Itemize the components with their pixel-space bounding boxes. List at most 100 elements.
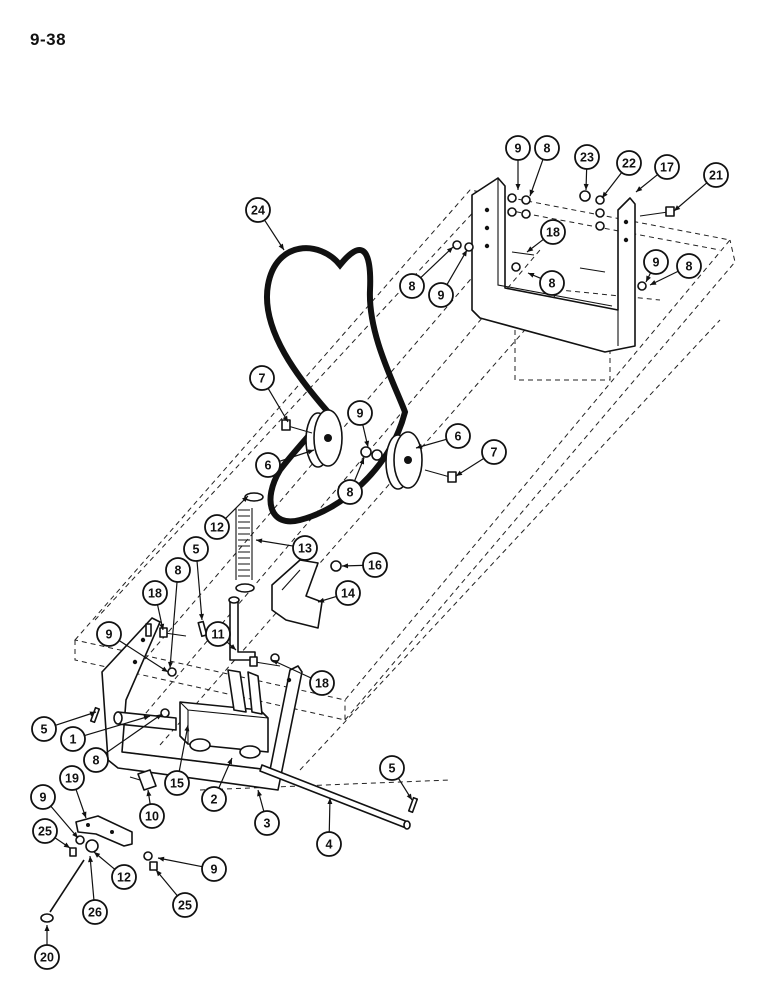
callout-number: 18 bbox=[315, 677, 329, 691]
pivot-arm-assembly bbox=[179, 669, 269, 759]
leader-arrow-13 bbox=[256, 538, 263, 544]
leader-arrow-15 bbox=[184, 725, 190, 732]
leader-line-1 bbox=[84, 715, 151, 737]
leader-arrow-6 bbox=[416, 443, 423, 449]
callout-5: 5 bbox=[183, 536, 209, 562]
tensioner-bracket bbox=[271, 559, 323, 629]
cross-shaft bbox=[259, 764, 411, 830]
callout-21: 21 bbox=[703, 162, 729, 188]
callout-circle bbox=[142, 580, 168, 606]
callout-9: 9 bbox=[347, 400, 373, 426]
callout-circle bbox=[183, 536, 209, 562]
callout-22: 22 bbox=[616, 150, 642, 176]
leader-arrow-18 bbox=[159, 623, 165, 630]
callout-number: 8 bbox=[347, 486, 354, 500]
leader-arrow-22 bbox=[602, 191, 608, 198]
leader-arrow-9 bbox=[161, 666, 168, 672]
callout-circle bbox=[445, 423, 471, 449]
callout-18: 18 bbox=[142, 580, 168, 606]
idler-pulley-right bbox=[385, 431, 423, 490]
callout-5: 5 bbox=[379, 755, 405, 781]
leader-arrow-8 bbox=[529, 189, 535, 196]
callout-circle bbox=[534, 135, 560, 161]
page-number: 9-38 bbox=[30, 30, 67, 49]
callout-number: 22 bbox=[622, 157, 636, 171]
callout-9: 9 bbox=[96, 621, 122, 647]
leader-line-8 bbox=[169, 581, 178, 669]
callout-number: 9 bbox=[438, 289, 445, 303]
callout-number: 2 bbox=[211, 793, 218, 807]
leader-arrow-9 bbox=[158, 856, 165, 862]
callout-circle bbox=[703, 162, 729, 188]
callout-9: 9 bbox=[30, 784, 56, 810]
callout-23: 23 bbox=[574, 144, 600, 170]
callout-circle bbox=[111, 864, 137, 890]
leader-arrow-18 bbox=[272, 660, 279, 665]
pulley-washers bbox=[360, 446, 383, 461]
callout-8: 8 bbox=[399, 273, 425, 299]
callout-26: 26 bbox=[82, 899, 108, 925]
callout-circle bbox=[335, 580, 361, 606]
leader-arrow-4 bbox=[327, 798, 333, 805]
callout-circle bbox=[616, 150, 642, 176]
callout-number: 10 bbox=[145, 810, 159, 824]
drive-belt bbox=[263, 245, 409, 525]
leader-arrow-5 bbox=[89, 711, 96, 717]
callout-12: 12 bbox=[204, 514, 230, 540]
callout-number: 5 bbox=[389, 762, 396, 776]
leader-arrow-6 bbox=[307, 449, 314, 455]
callout-circle bbox=[309, 670, 335, 696]
callout-9: 9 bbox=[428, 282, 454, 308]
leader-arrow-17 bbox=[636, 186, 643, 192]
callout-8: 8 bbox=[83, 747, 109, 773]
leader-arrow-24 bbox=[278, 243, 284, 250]
callout-9: 9 bbox=[505, 135, 531, 161]
callout-circle bbox=[255, 452, 281, 478]
leader-line-21 bbox=[673, 182, 708, 212]
callout-8: 8 bbox=[534, 135, 560, 161]
callout-3: 3 bbox=[254, 810, 280, 836]
callout-8: 8 bbox=[676, 253, 702, 279]
callout-circle bbox=[481, 439, 507, 465]
leader-arrow-8 bbox=[650, 280, 657, 285]
callout-7: 7 bbox=[249, 365, 275, 391]
callout-number: 17 bbox=[660, 161, 674, 175]
callout-18: 18 bbox=[540, 219, 566, 245]
leader-arrow-18 bbox=[527, 246, 534, 252]
leader-arrow-7 bbox=[456, 470, 463, 476]
leader-line-7 bbox=[267, 388, 289, 423]
lower-pivot-frame bbox=[101, 617, 303, 791]
callout-6: 6 bbox=[255, 452, 281, 478]
leader-arrow-10 bbox=[146, 790, 152, 797]
leader-line-5 bbox=[55, 711, 97, 726]
callout-circle bbox=[31, 716, 57, 742]
callout-circle bbox=[139, 803, 165, 829]
callout-18: 18 bbox=[309, 670, 335, 696]
linkage-plate bbox=[69, 815, 158, 871]
callout-25: 25 bbox=[172, 892, 198, 918]
callout-number: 16 bbox=[368, 559, 382, 573]
leader-arrow-5 bbox=[199, 613, 204, 620]
callout-number: 9 bbox=[211, 863, 218, 877]
leader-line-18 bbox=[271, 659, 312, 679]
leader-arrow-25 bbox=[63, 842, 70, 848]
callout-6: 6 bbox=[445, 423, 471, 449]
upper-bracket-fasteners bbox=[452, 190, 675, 291]
callout-circle bbox=[82, 899, 108, 925]
callout-number: 15 bbox=[170, 777, 184, 791]
leader-arrow-16 bbox=[342, 563, 349, 569]
callout-8: 8 bbox=[337, 479, 363, 505]
callout-number: 8 bbox=[549, 277, 556, 291]
callout-circle bbox=[245, 197, 271, 223]
callout-4: 4 bbox=[316, 831, 342, 857]
leader-arrow-2 bbox=[227, 758, 232, 765]
leader-arrow-9 bbox=[646, 275, 651, 282]
leader-arrow-9 bbox=[515, 184, 521, 190]
leader-arrow-8 bbox=[155, 714, 162, 720]
callout-circle bbox=[205, 621, 231, 647]
callout-circle bbox=[505, 135, 531, 161]
leader-line-8 bbox=[529, 159, 544, 197]
leader-line-9 bbox=[50, 805, 79, 839]
leader-arrow-25 bbox=[156, 870, 162, 877]
